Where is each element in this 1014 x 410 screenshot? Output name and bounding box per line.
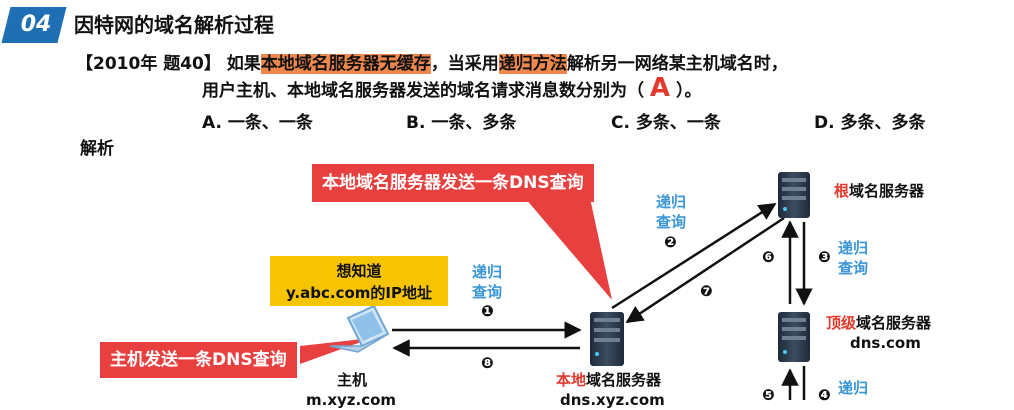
label-query-1: 查询 [472,283,503,301]
local-server-domain: dns.xyz.com [560,391,665,409]
option-c: C. 多条、一条 [611,113,721,133]
root-server-icon [778,172,810,218]
question-mid-2: 解析另一网络某主机域名时， [566,54,788,74]
local-server-icon [590,312,624,366]
question-mid-1: ，当采用 [430,54,499,74]
tld-server-label-red: 顶级 [826,314,857,332]
question-line-2: 用户主机、本地域名服务器发送的域名请求消息数分别为（ A ）。 [202,73,702,103]
tld-server-label: 顶级域名服务器 [826,313,931,333]
label-recursive-2: 递归 [656,193,687,211]
callout-pointer-local [525,198,612,300]
want-label: 想知道 [336,262,382,280]
question-line-2b: ）。 [670,81,702,101]
step-7: ❼ [700,282,713,300]
root-server-label-rest: 域名服务器 [849,182,925,200]
callout-want-ip: 想知道 y.abc.com的IP地址 [270,256,448,306]
local-server-label-red: 本地 [556,371,587,389]
step-2: ❷ [664,233,677,251]
answer: A [649,73,671,103]
tld-server-icon [778,312,810,362]
local-server-label: 本地域名服务器 [556,370,661,390]
root-server-label-red: 根 [834,182,850,200]
section-number: 04 [20,12,52,37]
host-domain: m.xyz.com [306,391,397,409]
step-8: ❽ [481,354,494,372]
step-5: ❺ [762,386,775,404]
arrow-step-7 [625,216,785,324]
label-query-2: 查询 [656,213,687,231]
local-server-label-rest: 域名服务器 [586,371,662,389]
question-line-1: 【2010年 题40】 如果本地域名服务器无缓存，当采用递归方法解析另一网络某主… [76,52,788,76]
highlight-recursive: 递归方法 [498,54,567,74]
label-recursive-1: 递归 [472,263,503,281]
label-query-3: 查询 [838,259,869,277]
callout-host-sends: 主机发送一条DNS查询 [100,342,297,378]
tld-server-label-rest: 域名服务器 [856,314,932,332]
arrow-step-2 [611,202,777,310]
question-line-2a: 用户主机、本地域名服务器发送的域名请求消息数分别为（ [202,81,650,101]
option-b: B. 一条、多条 [406,113,517,133]
host-label: 主机 [337,371,368,389]
step-4: ❹ [818,386,831,404]
page-title: 因特网的域名解析过程 [74,13,274,37]
step-3: ❸ [818,248,831,266]
label-recursive-3: 递归 [838,239,869,257]
tld-server-domain: dns.com [850,334,921,352]
option-a: A. 一条、一条 [202,113,313,133]
step-1: ❶ [481,302,494,320]
root-server-label: 根域名服务器 [834,181,924,201]
option-d: D. 多条、多条 [814,113,926,133]
question-prefix: 【2010年 题40】 如果 [76,54,261,74]
callout-local-sends: 本地域名服务器发送一条DNS查询 [312,164,594,202]
analysis-label: 解析 [80,139,114,159]
step-6: ❻ [762,248,775,266]
dns-diagram [300,172,813,400]
label-recursive-4: 递归 [838,379,869,397]
laptop-icon [329,304,390,353]
highlight-no-cache: 本地域名服务器无缓存 [260,54,431,74]
want-domain: y.abc.com的IP地址 [286,284,432,302]
callout-pointer-host [300,338,372,364]
